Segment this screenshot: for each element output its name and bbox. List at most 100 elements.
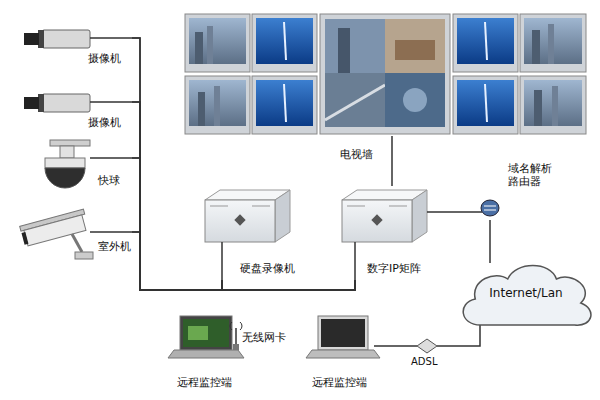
tv-wall-monitors-part [520,76,586,134]
ip-matrix-icon-part [389,206,407,207]
tv-wall-monitors-part [520,14,586,72]
dvr-icon-part [275,190,290,242]
device-label: 远程监控端 [177,376,232,389]
adsl-modem-icon-part [437,345,450,347]
connector [450,325,480,346]
dvr-icon-part [205,200,275,242]
tv-wall-monitors-part [453,14,518,72]
outdoor-camera-node: 室外机 [18,210,132,264]
tv-wall-monitors-part [385,19,445,73]
laptop-node: 远程监控端 [165,312,255,398]
dvr-icon-part [221,242,223,280]
outdoor-camera-icon-part [90,231,132,233]
tv-wall-monitors-part [325,19,385,73]
tv-wall-monitors-part [195,32,203,64]
ip-matrix-icon-part [412,190,427,242]
laptop-icon-part [180,316,232,350]
connector [489,220,491,263]
device-label: 远程监控端 [312,376,367,389]
speed-dome-icon [45,140,132,188]
tv-wall-monitors-part [320,14,450,134]
outdoor-camera-icon-part [20,209,89,246]
tv-wall-monitors-part [207,26,213,64]
laptop-node: 远程监控端 [300,312,390,398]
tv-wall-monitors-part [252,76,317,134]
tv-wall-monitors-part [485,22,487,60]
tv-wall-monitors-part [252,14,317,72]
connector [132,158,222,290]
speed-dome-node: 快球 [18,138,132,200]
connector [390,345,405,347]
camera-node: 摄像机 [18,24,132,68]
device-label: Internet/Lan [455,286,597,300]
tv-wall-node: 电视墙 [185,12,590,136]
ip-matrix-icon-part [347,206,365,207]
tv-wall-monitors-part [284,22,286,60]
router-icon-part [481,200,499,216]
tv-wall-monitors-part [256,80,313,126]
tv-wall-monitors-part [325,73,385,127]
tv-wall-monitors-part [532,30,540,64]
tv-wall-monitors-part [485,84,487,122]
ip-matrix-node: 数字IP矩阵 [335,186,447,280]
box-camera-icon [24,30,132,48]
laptop-icon-part [168,350,244,358]
ip-matrix-icon-part [371,214,382,225]
tv-wall-monitors-part [524,80,582,126]
laptop-icon [168,316,244,358]
connector [132,102,355,290]
speed-dome-icon-part [45,168,85,188]
wireless-card-icon-part [235,328,237,346]
tv-wall-monitors-part [189,80,246,126]
wireless-card-icon [230,322,242,350]
wireless-card-icon-part [233,344,239,350]
tv-wall-monitors-part [256,18,313,64]
laptop-icon-part [188,326,208,340]
connector [132,38,355,290]
laptop-icon-part [374,345,390,347]
tv-wall-monitors-part [524,18,582,64]
tv-wall-monitors-part [185,14,250,72]
connector [132,38,222,290]
wireless-card-label: 无线网卡 [242,331,286,344]
device-label: 室外机 [98,240,131,253]
speed-dome-icon-part [45,158,85,168]
adsl-modem-icon-part [405,345,417,347]
tv-wall-monitors-part [385,73,445,127]
router-icon-part [476,211,482,213]
dvr-icon-part [210,206,228,207]
tv-wall-monitors-part [534,90,542,126]
tv-wall-monitors-part [189,18,246,64]
tv-wall-monitors-part [185,76,250,134]
connector [132,232,222,290]
box-camera-icon-part [24,97,39,109]
tv-wall-monitors-part [325,85,385,120]
outdoor-camera-icon-part [72,234,82,252]
outdoor-camera-icon [20,209,132,259]
adsl-modem-icon-part [417,339,437,353]
tv-wall-monitors-part [457,18,514,64]
router-icon [476,200,499,216]
box-camera-icon-part [90,101,132,103]
ip-matrix-icon [342,190,447,280]
speed-dome-icon-part [50,140,90,146]
device-label: ADSL [411,356,437,368]
tv-wall-monitors-part [548,24,554,64]
router-node: 域名解析 路由器 [476,160,566,220]
tv-wall-monitors-part [457,80,514,126]
connector [391,136,393,186]
adsl-node: ADSL [405,334,450,378]
device-label: 硬盘录像机 [240,262,295,275]
ip-matrix-icon-part [354,242,356,280]
device-label: 数字IP矩阵 [367,262,421,275]
tv-wall-monitors-part [453,76,518,134]
tv-wall-monitors-part [284,84,286,122]
laptop-icon-part [306,350,380,358]
box-camera-icon-part [42,94,90,112]
device-label: 域名解析 路由器 [508,162,558,188]
cloud-node: Internet/Lan [455,255,597,333]
ip-matrix-icon-part [342,200,412,242]
dvr-icon-part [252,206,270,207]
connector [132,158,355,290]
tv-wall-monitors-part [338,28,350,73]
